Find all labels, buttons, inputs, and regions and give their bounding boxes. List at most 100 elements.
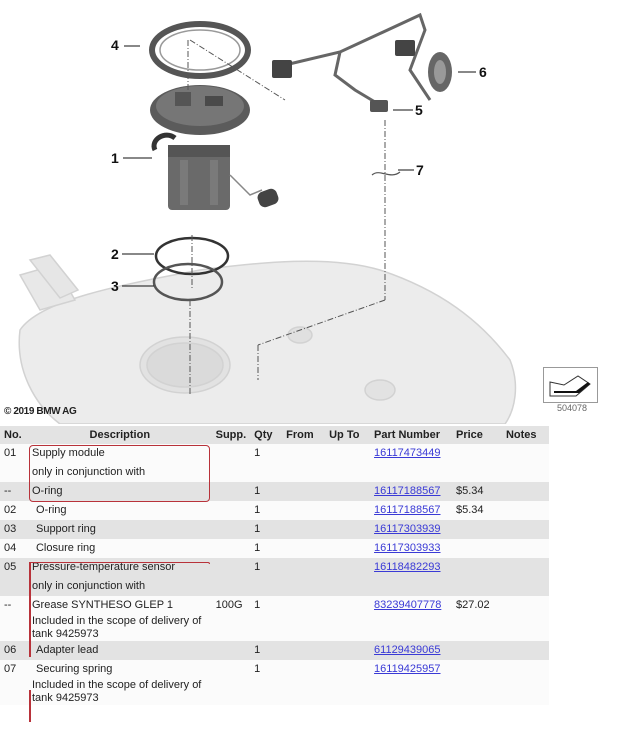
table-note-row: only in conjunction with <box>0 463 549 482</box>
row-price <box>452 520 502 539</box>
part-number-link[interactable]: 83239407778 <box>374 599 442 611</box>
copyright-text: © 2019 BMW AG <box>4 406 77 417</box>
header-price: Price <box>452 426 502 444</box>
securing-spring-illustration <box>371 171 401 176</box>
arrow-back-icon[interactable] <box>543 367 598 403</box>
table-row: 07 Securing spring 1 16119425957 <box>0 660 549 679</box>
callout-1[interactable]: 1 <box>111 150 119 166</box>
fuel-tank-illustration <box>18 254 517 424</box>
part-number-link[interactable]: 16117303933 <box>374 542 441 554</box>
row-description: Closure ring <box>35 542 96 554</box>
row-description: O-ring <box>35 504 67 516</box>
callout-4[interactable]: 4 <box>111 37 119 53</box>
callout-3[interactable]: 3 <box>111 278 119 294</box>
header-part-number: Part Number <box>370 426 452 444</box>
row-description: Pressure-temperature sensor <box>31 561 176 573</box>
part-number-link[interactable]: 16117303939 <box>374 523 441 535</box>
connector-illustration <box>272 60 292 78</box>
supply-module-illustration <box>151 132 279 210</box>
header-notes: Notes <box>501 426 549 444</box>
part-number-link[interactable]: 16118482293 <box>374 561 441 573</box>
row-no: 07 <box>4 663 17 675</box>
row-supp <box>212 444 251 463</box>
row-supp <box>212 482 251 501</box>
row-price: $5.34 <box>456 504 484 516</box>
table-note-row: Included in the scope of delivery of tan… <box>0 615 549 641</box>
row-description: Securing spring <box>35 663 113 675</box>
row-qty: 1 <box>254 663 261 675</box>
row-description: Support ring <box>35 523 96 535</box>
row-no: 04 <box>4 542 17 554</box>
callout-7[interactable]: 7 <box>416 162 424 178</box>
row-price: $5.34 <box>456 485 484 497</box>
row-price <box>452 539 502 558</box>
row-note: Included in the scope of delivery of tan… <box>31 679 202 704</box>
flange-illustration <box>150 85 250 135</box>
part-number-link[interactable]: 61129439065 <box>374 644 441 656</box>
table-note-row: only in conjunction with <box>0 577 549 596</box>
row-no: 02 <box>4 504 17 516</box>
row-supp <box>212 501 251 520</box>
row-from <box>282 444 325 463</box>
wiring-harness-illustration <box>284 12 432 107</box>
image-id: 504078 <box>557 403 588 413</box>
header-supp: Supp. <box>211 426 251 444</box>
row-description: O-ring <box>31 485 63 497</box>
part-number-link[interactable]: 16117188567 <box>374 504 441 516</box>
row-no: -- <box>4 599 12 611</box>
row-no: 06 <box>4 644 17 656</box>
row-supp <box>212 539 251 558</box>
row-qty: 1 <box>254 447 261 459</box>
table-note-row: Included in the scope of delivery of tan… <box>0 679 549 705</box>
row-price <box>452 660 502 679</box>
row-qty: 1 <box>254 599 261 611</box>
row-description: Supply module <box>31 447 105 459</box>
table-row: 06 Adapter lead 1 61129439065 <box>0 641 549 660</box>
row-supp: 100G <box>215 599 243 611</box>
part-number-link[interactable]: 16117188567 <box>374 485 441 497</box>
support-ring-illustration <box>152 262 224 302</box>
diagram-illustration <box>18 12 517 424</box>
header-no: No. <box>0 426 28 444</box>
row-qty: 1 <box>254 561 261 573</box>
row-qty: 1 <box>254 485 261 497</box>
callout-5[interactable]: 5 <box>415 102 423 118</box>
part-number-link[interactable]: 16119425957 <box>374 663 441 675</box>
header-description: Description <box>27 426 212 444</box>
callout-2[interactable]: 2 <box>111 246 119 262</box>
table-row: 05 Pressure-temperature sensor 1 1611848… <box>0 558 549 577</box>
table-row: -- O-ring 1 16117188567 $5.34 <box>0 482 549 501</box>
header-up-to: Up To <box>325 426 371 444</box>
callout-6[interactable]: 6 <box>479 64 487 80</box>
row-qty: 1 <box>254 523 261 535</box>
closure-ring-illustration <box>149 21 251 79</box>
row-qty: 1 <box>254 504 261 516</box>
row-notes <box>502 444 549 463</box>
table-header-row: No. Description Supp. Qty From Up To Par… <box>0 426 549 444</box>
header-qty: Qty <box>250 426 283 444</box>
row-no: -- <box>4 485 12 497</box>
row-supp <box>212 641 251 660</box>
row-price <box>452 558 502 577</box>
row-qty: 1 <box>254 644 261 656</box>
row-price: $27.02 <box>456 599 490 611</box>
row-price <box>452 444 502 463</box>
row-supp <box>212 660 251 679</box>
table-row: 01 Supply module 1 16117473449 <box>0 444 549 463</box>
row-no: 01 <box>4 447 17 459</box>
table-row: 02 O-ring 1 16117188567 $5.34 <box>0 501 549 520</box>
table-row: 03 Support ring 1 16117303939 <box>0 520 549 539</box>
table-row: 04 Closure ring 1 16117303933 <box>0 539 549 558</box>
part-number-link[interactable]: 16117473449 <box>374 447 441 459</box>
row-note: Included in the scope of delivery of tan… <box>31 615 202 640</box>
table-row: -- Grease SYNTHESO GLEP 1 100G 1 8323940… <box>0 596 549 615</box>
row-qty: 1 <box>254 542 261 554</box>
parts-diagram: 4 1 2 3 5 6 7 504078 © 2019 BMW AG <box>4 12 598 424</box>
row-no: 03 <box>4 523 17 535</box>
row-note: only in conjunction with <box>31 580 146 592</box>
row-note: only in conjunction with <box>31 466 146 478</box>
row-description: Adapter lead <box>35 644 99 656</box>
row-supp <box>212 520 251 539</box>
header-from: From <box>282 426 326 444</box>
row-no: 05 <box>4 561 17 573</box>
